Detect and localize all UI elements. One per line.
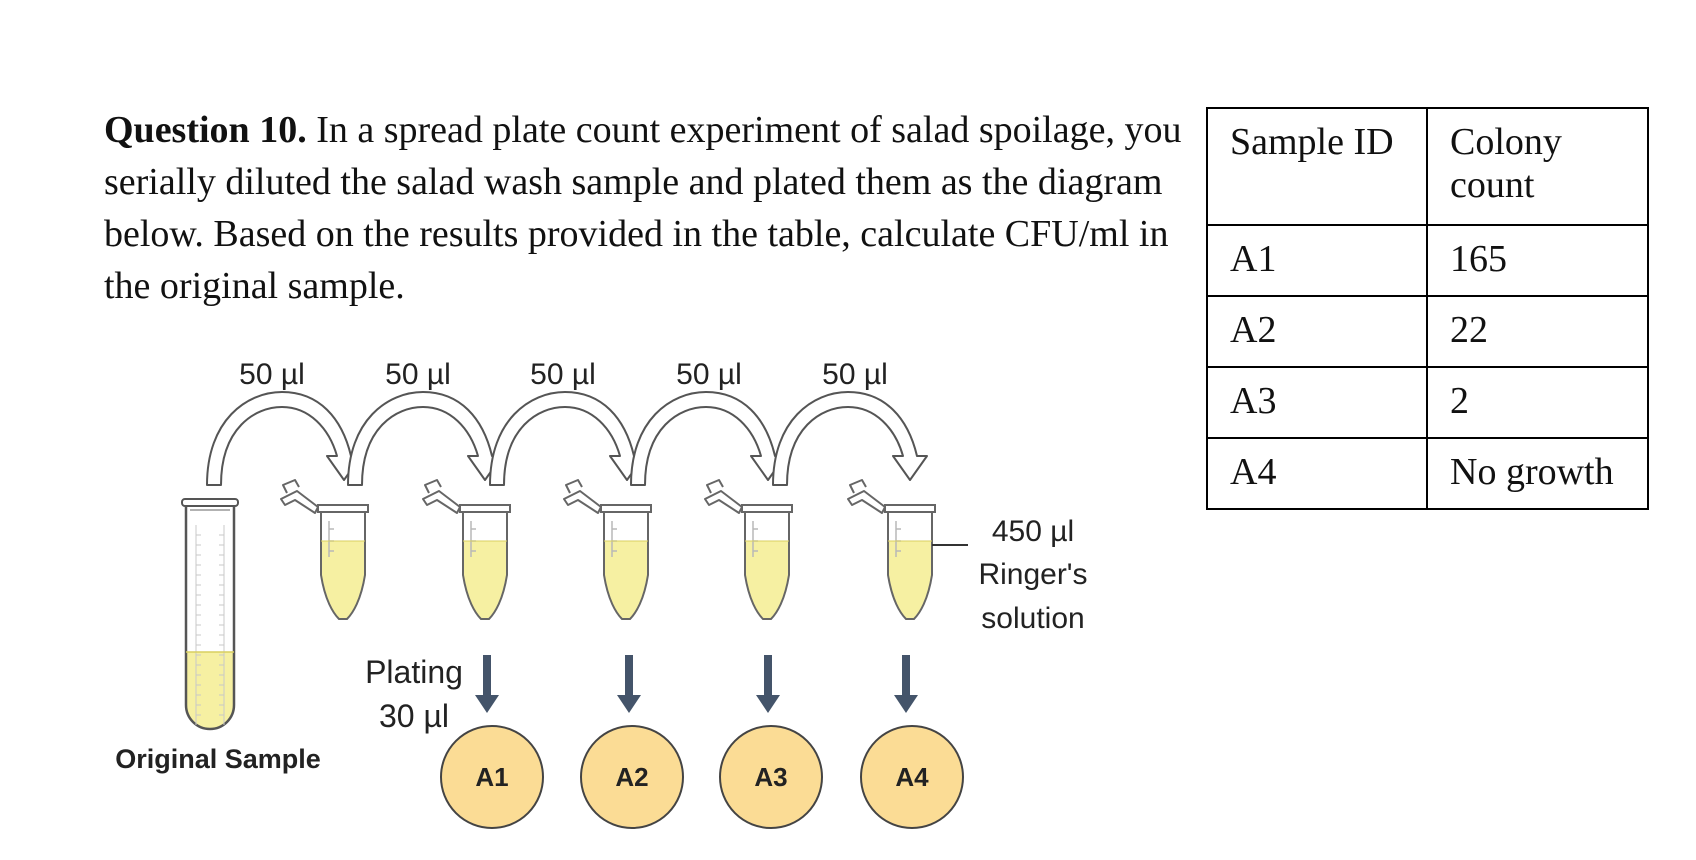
table-row: A1 165 <box>1206 224 1649 297</box>
header-colony-count: Colony count <box>1426 107 1649 226</box>
plate-label: A1 <box>475 762 508 792</box>
original-sample-tube <box>181 498 239 731</box>
cell-colony-count: No growth <box>1426 437 1649 510</box>
results-table: Sample ID Colony count A1 165 A2 22 A3 2… <box>1206 107 1649 510</box>
cell-colony-count: 22 <box>1426 295 1649 368</box>
transfer-label: 50 µl <box>530 358 596 391</box>
curved-arrow-icon <box>347 391 503 486</box>
transfer-label: 50 µl <box>822 358 888 391</box>
agar-plate <box>860 725 964 829</box>
microtube <box>847 479 936 620</box>
transfer-arrows <box>206 391 928 486</box>
curved-arrow-icon <box>489 391 645 486</box>
plating-label: Plating 30 µl <box>365 654 463 734</box>
table-header-row: Sample ID Colony count <box>1206 107 1649 226</box>
diluent-name-line2: solution <box>981 602 1084 635</box>
diluent-volume: 450 µl <box>992 515 1074 548</box>
cell-sample-id: A4 <box>1206 437 1428 510</box>
microtube-cap-icon <box>847 479 886 514</box>
down-arrow-icon <box>617 655 641 713</box>
transfer-label: 50 µl <box>239 358 305 391</box>
microtube-cap-icon <box>280 479 319 514</box>
down-arrow-icon <box>894 655 918 713</box>
microtube <box>563 479 652 620</box>
down-arrow-icon <box>475 655 499 713</box>
cell-colony-count: 2 <box>1426 366 1649 439</box>
original-sample-label: Original Sample <box>115 744 321 774</box>
down-arrow-icon <box>756 655 780 713</box>
table-row: A4 No growth <box>1206 437 1649 510</box>
cell-sample-id: A3 <box>1206 366 1428 439</box>
question-text: Question 10. In a spread plate count exp… <box>104 104 1204 312</box>
plate-label: A3 <box>754 762 787 792</box>
tube-outline <box>184 505 236 731</box>
agar-plates: A1 A2 A3 A4 <box>440 725 964 829</box>
microtube <box>422 479 511 620</box>
agar-plate <box>719 725 823 829</box>
plating-arrows <box>475 655 918 713</box>
microtube-cap-icon <box>704 479 743 514</box>
curved-arrow-icon <box>206 391 362 486</box>
transfer-labels: 50 µl 50 µl 50 µl 50 µl 50 µl <box>239 358 888 391</box>
cell-sample-id: A2 <box>1206 295 1428 368</box>
dilution-tubes <box>280 479 936 620</box>
tube-liquid <box>186 652 234 729</box>
diluent-label: 450 µl Ringer's solution <box>978 515 1087 635</box>
curved-arrow-icon <box>630 391 786 486</box>
table-row: A2 22 <box>1206 295 1649 368</box>
plate-label: A4 <box>895 762 929 792</box>
microtube-cap-icon <box>563 479 602 514</box>
cell-sample-id: A1 <box>1206 224 1428 297</box>
diluent-name-line1: Ringer's <box>978 558 1087 591</box>
transfer-label: 50 µl <box>676 358 742 391</box>
agar-plate <box>580 725 684 829</box>
plating-label-line2: 30 µl <box>379 698 449 734</box>
agar-plate <box>440 725 544 829</box>
tube-rim <box>181 498 239 507</box>
question-number: Question 10. <box>104 109 307 151</box>
microtube <box>280 479 369 620</box>
microtube-cap-icon <box>422 479 461 514</box>
cell-colony-count: 165 <box>1426 224 1649 297</box>
microtube <box>704 479 793 620</box>
table-row: A3 2 <box>1206 366 1649 439</box>
header-sample-id: Sample ID <box>1206 107 1428 226</box>
tube-scale <box>195 525 225 725</box>
curved-arrow-icon <box>772 391 928 486</box>
plating-label-line1: Plating <box>365 654 463 690</box>
transfer-label: 50 µl <box>385 358 451 391</box>
plate-label: A2 <box>615 762 648 792</box>
question-body: In a spread plate count experiment of sa… <box>104 109 1182 307</box>
